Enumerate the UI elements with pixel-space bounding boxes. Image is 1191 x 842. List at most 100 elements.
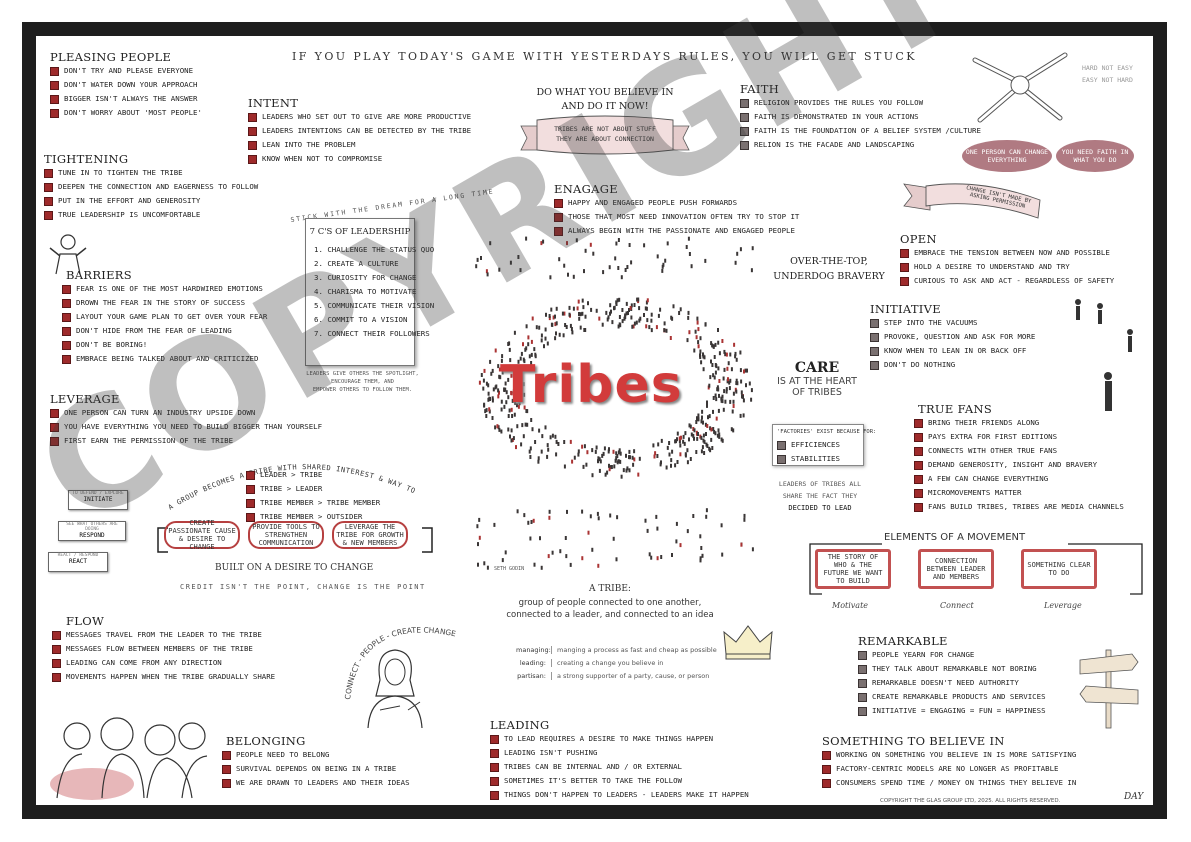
- crowd-person: [528, 449, 531, 454]
- crowd-person: [489, 397, 491, 401]
- bullet-box-icon: [914, 432, 923, 442]
- crowd-person: [697, 432, 699, 436]
- crowd-person: [583, 269, 585, 274]
- care-line: OF TRIBES: [792, 387, 842, 398]
- crowd-person: [618, 322, 621, 327]
- crowd-person: [569, 439, 572, 444]
- list-item-text: HOLD A DESIRE TO UNDERSTAND AND TRY: [914, 262, 1070, 271]
- crowd-person: [610, 309, 612, 314]
- crowd-person: [668, 441, 671, 445]
- term-row: managing:manging a process as fast and c…: [516, 646, 717, 654]
- crowd-person: [630, 303, 633, 308]
- bullet-box-icon: [50, 66, 59, 76]
- crowd-person: [509, 358, 512, 363]
- crowd-person: [478, 535, 481, 540]
- crowd-person: [518, 371, 521, 376]
- crowd-person: [637, 297, 640, 302]
- list-item: HAPPY AND ENGAGED PEOPLE PUSH FORWARDS: [554, 196, 799, 210]
- list-item: TUNE IN TO TIGHTEN THE TRIBE: [44, 166, 258, 180]
- crowd-person: [607, 315, 610, 320]
- do-what-banner-text: TRIBES ARE NOT ABOUT STUFF THEY ARE ABOU…: [540, 124, 670, 144]
- crowd-person: [618, 448, 621, 453]
- list-item: HOLD A DESIRE TO UNDERSTAND AND TRY: [900, 260, 1114, 274]
- family-illustration-icon: [50, 717, 208, 800]
- crowd-person: [491, 416, 494, 420]
- list-item-text: RELION IS THE FACADE AND LANDSCAPING: [754, 140, 915, 149]
- crowd-person: [559, 549, 562, 554]
- crowd-person: [515, 445, 517, 450]
- share-line: DECIDED TO LEAD: [788, 504, 852, 512]
- crowd-person: [614, 458, 617, 463]
- list-item-text: TO LEAD REQUIRES A DESIRE TO MAKE THINGS…: [504, 734, 714, 743]
- list-item-text: DON'T BE BORING!: [76, 340, 148, 349]
- crowd-person: [713, 375, 716, 380]
- list-item-text: 5. COMMUNICATE THEIR VISION: [314, 301, 435, 310]
- crowd-person: [486, 272, 489, 277]
- list-item: A FEW CAN CHANGE EVERYTHING: [914, 472, 1124, 486]
- crowd-person: [517, 404, 520, 409]
- caption-line: ENCOURAGE THEM, AND: [331, 379, 394, 385]
- crowd-person: [726, 366, 729, 371]
- crowd-person: [611, 320, 614, 325]
- crowd-person: [581, 509, 584, 514]
- crowd-person: [688, 423, 691, 428]
- crowd-person: [721, 552, 724, 557]
- list-item: WE ARE DRAWN TO LEADERS AND THEIR IDEAS: [222, 776, 410, 790]
- crowd-person: [516, 509, 519, 514]
- crowd-person: [578, 316, 581, 321]
- list-item: BRING THEIR FRIENDS ALONG: [914, 416, 1124, 430]
- crowd-person: [512, 365, 515, 370]
- crowd-person: [607, 449, 610, 454]
- bullet-box-icon: [858, 678, 867, 688]
- crowd-person: [497, 388, 500, 393]
- crowd-person: [742, 413, 745, 418]
- crowd-person: [650, 312, 653, 317]
- list-item-text: PEOPLE NEED TO BELONG: [236, 750, 330, 759]
- crowd-person: [519, 381, 522, 386]
- bullet-box-icon: [50, 436, 59, 446]
- crowd-person: [526, 409, 529, 414]
- crowd-person: [689, 457, 692, 461]
- crowd-person: [648, 325, 651, 330]
- crowd-person: [715, 416, 718, 421]
- list-item: PAYS EXTRA FOR FIRST EDITIONS: [914, 430, 1124, 444]
- list-item: EMBRACE BEING TALKED ABOUT AND CRITICIZE…: [62, 352, 267, 366]
- crowd-person: [721, 399, 724, 404]
- crowd-person: [551, 322, 554, 327]
- crowd-person: [598, 457, 601, 462]
- crowd-person: [509, 260, 512, 265]
- crowd-person: [710, 437, 713, 442]
- crowd-person: [703, 451, 706, 455]
- share-line: LEADERS OF TRIBES ALL: [778, 480, 862, 488]
- list-item: FAITH IS THE FOUNDATION OF A BELIEF SYST…: [740, 124, 981, 138]
- crowd-person: [628, 243, 631, 247]
- crowd-person: [633, 457, 636, 462]
- crowd-person: [717, 387, 720, 392]
- crowd-person: [500, 429, 503, 434]
- crowd-person: [565, 554, 568, 559]
- crowd-person: [631, 324, 634, 329]
- crowd-person: [520, 442, 523, 447]
- bullet-list: ONE PERSON CAN TURN AN INDUSTRY UPSIDE D…: [50, 406, 322, 448]
- crowd-person: [510, 428, 513, 433]
- crowd-person: [688, 252, 691, 256]
- crowd-person: [511, 398, 514, 403]
- bullet-box-icon: [246, 498, 255, 508]
- crowd-person: [609, 311, 611, 316]
- crowd-person: [686, 460, 689, 465]
- bullet-box-icon: [44, 196, 53, 206]
- bullet-box-icon: [914, 488, 923, 498]
- crowd-person: [687, 310, 690, 315]
- over-line: OVER-THE-TOP,: [790, 256, 868, 267]
- leaders-share: LEADERS OF TRIBES ALL SHARE THE FACT THE…: [774, 478, 866, 514]
- list-item: CURIOUS TO ASK AND ACT - REGARDLESS OF S…: [900, 274, 1114, 288]
- crowd-person: [500, 407, 503, 412]
- note-small: TO DEFEND / EXPLORE: [72, 491, 124, 496]
- list-item-text: FAITH IS THE FOUNDATION OF A BELIEF SYST…: [754, 126, 981, 135]
- crowd-person: [723, 349, 726, 354]
- crowd-person: [527, 520, 530, 525]
- bullet-box-icon: [490, 734, 499, 744]
- crowd-person: [561, 311, 564, 316]
